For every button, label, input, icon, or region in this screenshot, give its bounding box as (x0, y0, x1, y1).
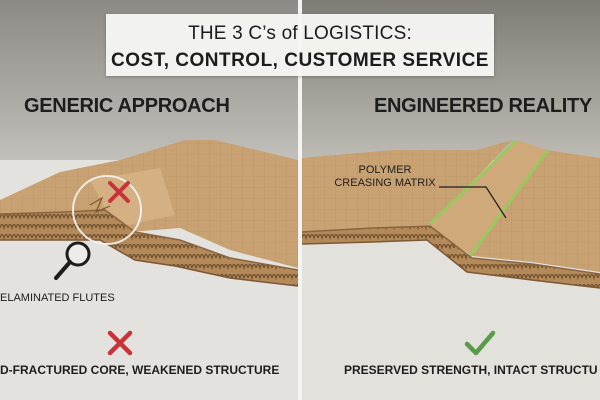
red-x-icon (107, 330, 133, 356)
magnifier-icon (54, 241, 91, 280)
left-caption: D-FRACTURED CORE, WEAKENED STRUCTURE (0, 363, 280, 377)
polymer-creasing-matrix-label: POLYMER CREASING MATRIX (328, 164, 442, 190)
red-x-icon (108, 181, 130, 203)
green-check-icon (464, 330, 496, 356)
delaminated-flutes-label: ELAMINATED FLUTES (0, 292, 115, 304)
title-banner: THE 3 C’s of LOGISTICS: COST, CONTROL, C… (106, 14, 494, 76)
right-caption: PRESERVED STRENGTH, INTACT STRUCTU (344, 363, 598, 377)
left-heading: GENERIC APPROACH (24, 95, 230, 117)
damaged-cardboard-illustration (0, 140, 298, 400)
right-heading: ENGINEERED REALITY (374, 95, 592, 117)
polymer-label-line1: POLYMER (358, 164, 412, 176)
title-line1: THE 3 C’s of LOGISTICS: (188, 23, 412, 44)
title-line2: COST, CONTROL, CUSTOMER SERVICE (111, 50, 489, 71)
creased-cardboard-illustration (302, 139, 600, 400)
polymer-label-line2: CREASING MATRIX (334, 177, 436, 189)
panel-divider (298, 0, 302, 400)
